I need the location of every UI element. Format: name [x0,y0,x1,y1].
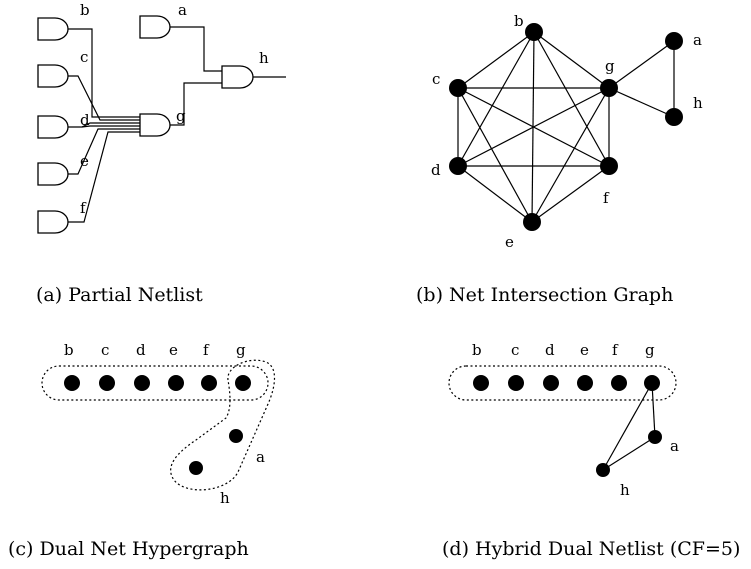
top-label-d: d [136,341,146,359]
node-label-h: h [693,94,703,112]
top-label-b: b [64,341,74,359]
net-label-e: e [80,152,89,170]
net-label-d: d [80,111,90,129]
edge-b-g [533,31,610,89]
vertex-b-d [473,375,489,391]
net-intersection-graph: b c g a h d f e [431,12,703,251]
top-label-e-d: e [580,341,589,359]
vertex-f [201,375,217,391]
edge-g-a-d [651,382,656,438]
wire-a [170,26,222,72]
node-b [525,23,543,41]
net-label-b: b [80,1,90,19]
wire-e [68,128,140,175]
vertex-h [189,461,203,475]
vertex-d-d [543,375,559,391]
node-label-e: e [505,233,514,251]
vertex-g-d [644,375,660,391]
gate-f [37,210,69,234]
vertex-e [168,375,184,391]
edge-c-e [457,87,533,223]
hyperedge-main-d [448,365,677,401]
top-label-d-d: d [545,341,555,359]
vertex-f-d [611,375,627,391]
edge-b-c [457,31,535,89]
node-label-d: d [431,161,441,179]
gate-h [221,65,254,89]
edge-g-e [531,87,610,223]
node-h [665,108,683,126]
vertex-c-d [508,375,524,391]
gate-g [139,113,171,137]
vertex-a [229,429,243,443]
gate-e [37,162,69,186]
net-label-f: f [80,199,87,217]
vertex-c [99,375,115,391]
net-label-c: c [80,48,88,66]
caption-b: (b) Net Intersection Graph [416,284,673,306]
wire-f [68,131,140,223]
node-label-g: g [605,57,615,75]
edge-g-d [457,87,610,167]
caption-c: (c) Dual Net Hypergraph [8,538,249,560]
vertex-b [64,375,80,391]
edge-g-h [608,87,675,118]
top-label-c-d: c [511,341,519,359]
node-label-f: f [603,189,610,207]
top-label-e: e [169,341,178,359]
node-e [523,213,541,231]
hyperedge-gah [170,359,276,491]
vertex-a-d [648,430,662,444]
gate-d [37,115,69,139]
wire-g [170,82,222,126]
net-label-h: h [259,49,269,67]
edge-a-h-d [602,436,656,471]
hybrid-dual-netlist: b c d e f g a h [448,341,679,499]
label-h-d: h [620,481,630,499]
node-label-a: a [693,31,702,49]
label-h: h [220,489,230,507]
edge-g-h-d [602,382,653,471]
vertex-d [134,375,150,391]
caption-d: (d) Hybrid Dual Netlist (CF=5) [442,538,740,560]
wire-b [68,28,140,118]
dual-net-hypergraph: b c d e f g a h [41,341,276,507]
caption-a: (a) Partial Netlist [36,284,203,306]
top-label-f: f [203,341,210,359]
hyperedge-main [41,365,269,401]
top-label-g-d: g [645,341,655,359]
node-label-b: b [514,12,524,30]
edge-f-e [531,165,610,223]
gate-a [139,15,171,39]
edge-g-a [608,40,675,89]
top-label-f-d: f [612,341,619,359]
gate-c [37,64,69,88]
vertex-g [235,375,251,391]
node-c [449,79,467,97]
vertex-h-d [596,463,610,477]
net-label-g: g [176,107,186,125]
wire-d2 [81,125,140,128]
edge-b-f [533,31,610,167]
vertex-e-d [577,375,593,391]
wire-c [68,75,140,121]
top-label-b-d: b [472,341,482,359]
node-f [600,157,618,175]
net-label-a: a [178,1,187,19]
label-a-d: a [670,437,679,455]
top-label-g: g [236,341,246,359]
gate-b [37,17,69,41]
wire-d [68,122,140,128]
partial-netlist: b c d e f a g h [37,1,286,234]
edge-d-e [457,165,533,223]
node-d [449,157,467,175]
label-a: a [256,448,265,466]
node-label-c: c [432,70,440,88]
node-g [600,79,618,97]
edge-b-d [457,31,535,167]
top-label-c: c [101,341,109,359]
node-a [665,32,683,50]
